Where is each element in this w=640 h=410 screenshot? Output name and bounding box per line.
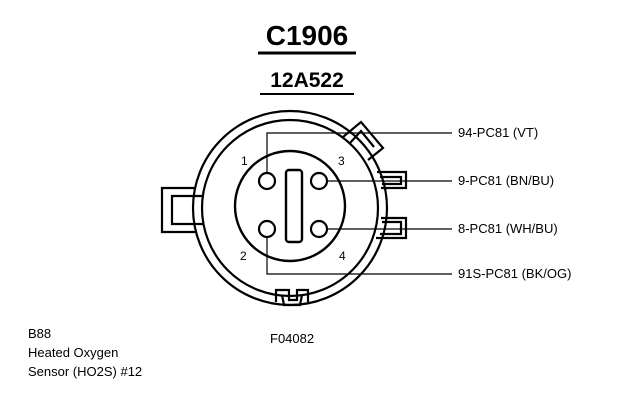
center-key bbox=[284, 168, 304, 244]
pin-cavity-3 bbox=[309, 171, 329, 191]
pin-number-1: 1 bbox=[241, 154, 248, 168]
part-number: 12A522 bbox=[270, 69, 344, 92]
figure-id: F04082 bbox=[270, 331, 315, 346]
circuit-label-pin-3: 9-PC81 (BN/BU) bbox=[458, 173, 554, 188]
pin-number-3: 3 bbox=[338, 154, 345, 168]
pin-cavity-2 bbox=[257, 219, 277, 239]
component-name-line1: Heated Oxygen bbox=[28, 345, 119, 360]
component-name-line2: Sensor (HO2S) #12 bbox=[28, 364, 143, 379]
leader-line-pin-2 bbox=[266, 237, 452, 275]
leader-line-pin-1 bbox=[266, 132, 452, 173]
connector-housing bbox=[160, 109, 408, 307]
pin-number-2: 2 bbox=[240, 249, 247, 263]
connector-id: C1906 bbox=[266, 20, 349, 51]
component-caption: B88 Heated Oxygen Sensor (HO2S) #12 bbox=[28, 324, 142, 381]
component-code: B88 bbox=[28, 326, 52, 341]
circuit-label-pin-4: 8-PC81 (WH/BU) bbox=[458, 221, 558, 236]
connector-face bbox=[233, 149, 347, 263]
pin-cavity-4 bbox=[309, 219, 329, 239]
pin-cavity-1 bbox=[257, 171, 277, 191]
circuit-label-pin-1: 94-PC81 (VT) bbox=[458, 125, 538, 140]
circuit-label-pin-2: 91S-PC81 (BK/OG) bbox=[458, 266, 571, 281]
pin-number-4: 4 bbox=[339, 249, 346, 263]
